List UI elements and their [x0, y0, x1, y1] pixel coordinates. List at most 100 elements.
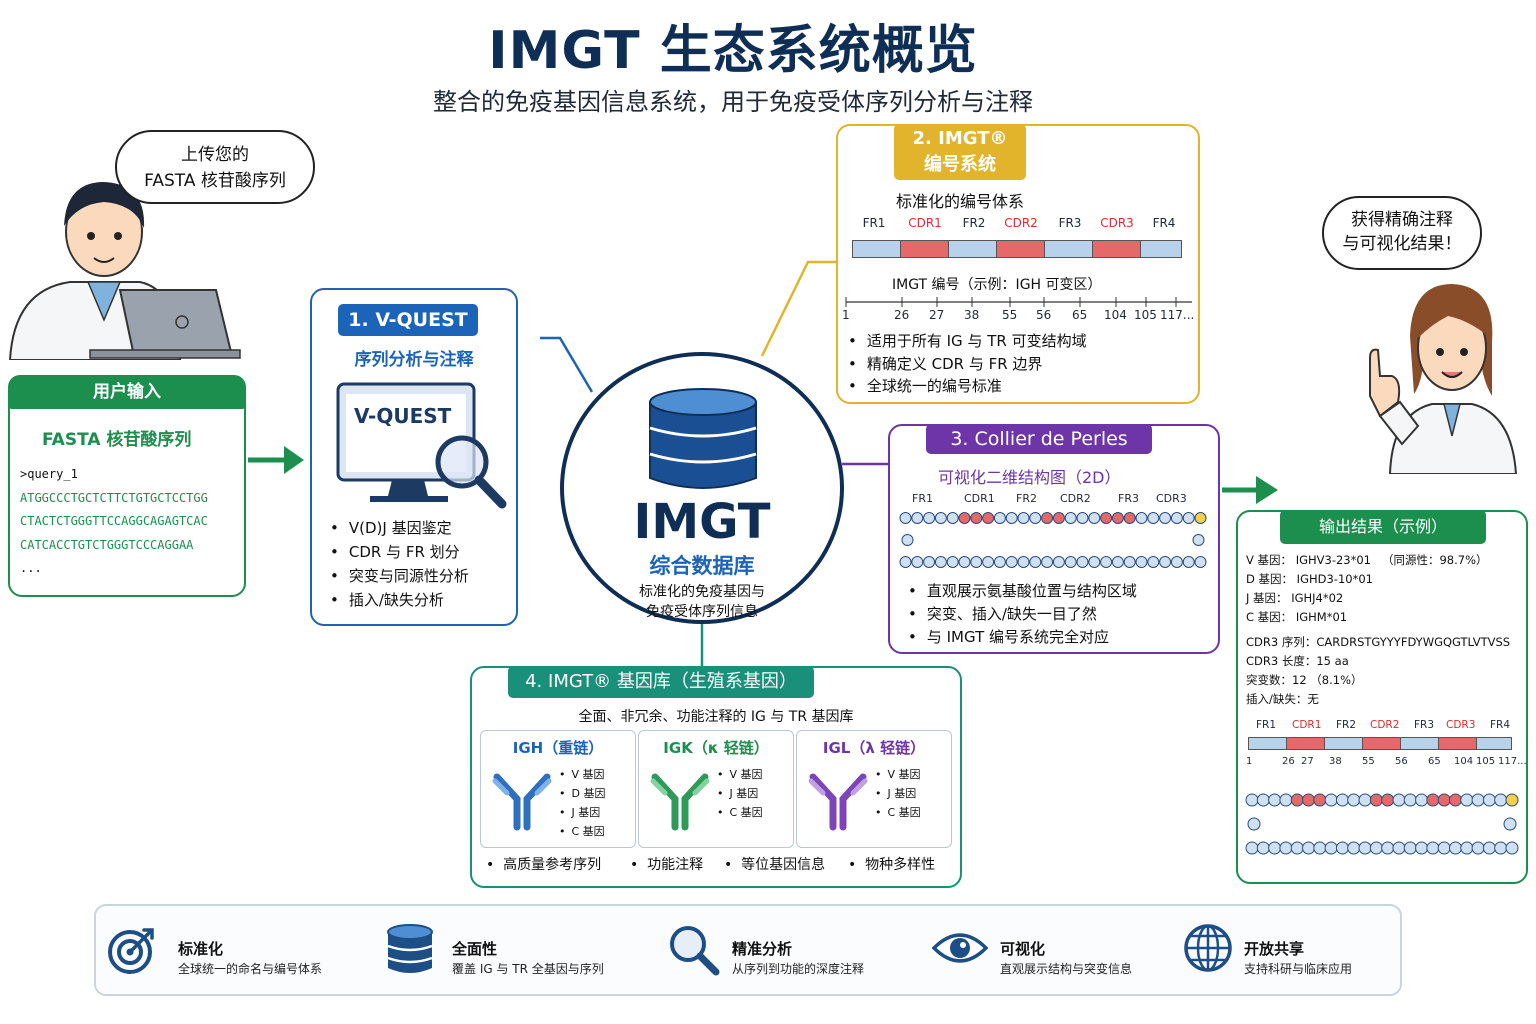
- output-value: 无: [1307, 692, 1319, 706]
- tick-label: 65: [1428, 756, 1441, 767]
- bead: [1111, 556, 1124, 568]
- fasta-line: CTACTCTGGGTTCCAGGCAGAGTCAC: [20, 514, 208, 528]
- output-identity: （同源性：98.7%）: [1381, 553, 1488, 567]
- output-key: CDR3 长度：: [1246, 654, 1317, 668]
- bead: [911, 512, 924, 524]
- igh-card[interactable]: IGH（重链） V 基因 D 基因 J 基因 C 基因: [480, 730, 636, 848]
- bead: [923, 556, 936, 568]
- region-label-cdr: CDR3: [1446, 719, 1476, 731]
- bead: [1268, 841, 1282, 855]
- bead: [1159, 512, 1172, 524]
- magnifier-icon: [670, 926, 720, 976]
- output-bead-chain: [1245, 793, 1519, 855]
- output-panel[interactable]: 输出结果（示例）: [1236, 510, 1528, 884]
- output-ticks: 1 26 27 38 55 56 65 104 105 117...: [1244, 756, 1527, 770]
- bead: [1147, 512, 1160, 524]
- bead: [1005, 512, 1018, 524]
- perles-title: 3. Collier de Perles: [926, 424, 1152, 454]
- bead: [1088, 556, 1101, 568]
- tick-label: 117...: [1498, 756, 1527, 767]
- bead: [934, 556, 947, 568]
- region-label-cdr: CDR1: [1292, 719, 1322, 731]
- monitor-icon: [336, 382, 507, 509]
- region-label-fr: FR1: [862, 216, 886, 230]
- bead: [1247, 817, 1261, 831]
- fasta-sequence[interactable]: >query_1 ATGGCCCTGCTCTTCTGTGCTCCTGG CTAC…: [20, 463, 208, 581]
- imgt-database-hub[interactable]: IMGT 综合数据库 标准化的免疫基因与 免疫受体序列信息: [560, 352, 844, 624]
- vquest-bullet: 突变与同源性分析: [330, 564, 469, 588]
- numbering-bullet: 精确定义 CDR 与 FR 边界: [848, 353, 1087, 376]
- region-label-fr: FR2: [962, 216, 986, 230]
- bead: [1064, 556, 1077, 568]
- bead: [1369, 841, 1383, 855]
- collier-de-perles-panel[interactable]: 3. Collier de Perles 可视化二维结构图（2D） FR1 CD…: [888, 424, 1220, 654]
- scientist-woman-icon: [1369, 284, 1518, 474]
- igl-title: IGL（λ 轻链）: [822, 739, 926, 757]
- output-row-cdr3-len: CDR3 长度：15 aa: [1246, 653, 1349, 669]
- bead: [1159, 556, 1172, 568]
- output-key: D 基因：: [1246, 572, 1294, 586]
- feature-title: 标准化: [178, 940, 224, 958]
- output-key: 插入/缺失：: [1246, 692, 1308, 706]
- bead: [958, 556, 971, 568]
- bead: [1403, 841, 1417, 855]
- numbering-panel[interactable]: 2. IMGT® 编号系统 标准化的编号体系 FR1 CDR1 FR2 CDR2…: [836, 124, 1200, 404]
- tick-label: 1: [842, 308, 850, 322]
- bead: [1324, 841, 1338, 855]
- igk-gene-list: V 基因 J 基因 C 基因: [717, 765, 763, 822]
- bead: [946, 556, 959, 568]
- igk-card[interactable]: IGK（κ 轻链） V 基因 J 基因 C 基因: [638, 730, 794, 848]
- feature-desc: 从序列到功能的深度注释: [732, 962, 865, 976]
- target-icon: [108, 928, 154, 974]
- genedb-bullet-text: 等位基因信息: [741, 857, 826, 873]
- database-icon: [649, 388, 757, 489]
- bead: [1194, 512, 1207, 524]
- region-label-cdr: CDR3: [1100, 216, 1134, 230]
- output-value: IGHD3-10*01: [1296, 572, 1373, 586]
- perles-label: FR3: [1118, 492, 1139, 505]
- tick-label: 56: [1036, 308, 1052, 322]
- bead: [1392, 841, 1406, 855]
- bead: [1324, 793, 1338, 807]
- gene-item: V 基因: [559, 765, 605, 784]
- output-row-j: J 基因： IGHJ4*02: [1246, 590, 1343, 606]
- numbering-example: IMGT 编号（示例：IGH 可变区）: [892, 277, 1102, 293]
- bead: [1256, 841, 1270, 855]
- numbering-bullet: 全球统一的编号标准: [848, 375, 1087, 398]
- output-key: 突变数：: [1246, 673, 1292, 687]
- bead: [899, 556, 912, 568]
- bead: [1076, 512, 1089, 524]
- bead: [1426, 841, 1440, 855]
- vquest-logo: V-QUEST: [354, 404, 452, 428]
- tick-label: 38: [964, 308, 980, 322]
- page-title: IMGT 生态系统概览: [488, 21, 978, 81]
- feature-title: 开放共享: [1244, 940, 1305, 958]
- igl-card[interactable]: IGL（λ 轻链） V 基因 J 基因 C 基因: [796, 730, 952, 848]
- bead: [1313, 793, 1327, 807]
- bead: [1064, 512, 1077, 524]
- tick-label: 1: [1246, 756, 1253, 767]
- bead: [1017, 556, 1030, 568]
- gene-database-panel[interactable]: 4. IMGT® 基因库（生殖系基因） 全面、非冗余、功能注释的 IG 与 TR…: [470, 666, 962, 888]
- bead: [1482, 793, 1496, 807]
- bead: [1052, 512, 1065, 524]
- vquest-panel[interactable]: 1. V-QUEST 序列分析与注释 V-QUEST V(D)J 基因鉴定 CD…: [310, 288, 518, 626]
- output-region-bar: [1248, 737, 1512, 750]
- region-label-fr: FR4: [1152, 216, 1176, 230]
- output-row-mutations: 突变数：12 （8.1%）: [1246, 672, 1363, 688]
- numbering-region-bar: [852, 240, 1182, 258]
- vquest-bullet: V(D)J 基因鉴定: [330, 516, 469, 540]
- result-speech-bubble: 获得精确注释 与可视化结果！: [1322, 196, 1482, 270]
- tick-label: 105: [1134, 308, 1157, 322]
- perles-bullet: 与 IMGT 编号系统完全对应: [908, 626, 1137, 649]
- output-row-d: D 基因： IGHD3-10*01: [1246, 571, 1373, 587]
- tick-label: 56: [1395, 756, 1408, 767]
- genedb-subtitle: 全面、非冗余、功能注释的 IG 与 TR 基因库: [578, 709, 854, 725]
- output-row-indels: 插入/缺失：无: [1246, 691, 1319, 707]
- bead: [1088, 512, 1101, 524]
- tick-label: 26: [894, 308, 910, 322]
- igl-gene-list: V 基因 J 基因 C 基因: [875, 765, 921, 822]
- bead: [1076, 556, 1089, 568]
- bead: [1358, 793, 1372, 807]
